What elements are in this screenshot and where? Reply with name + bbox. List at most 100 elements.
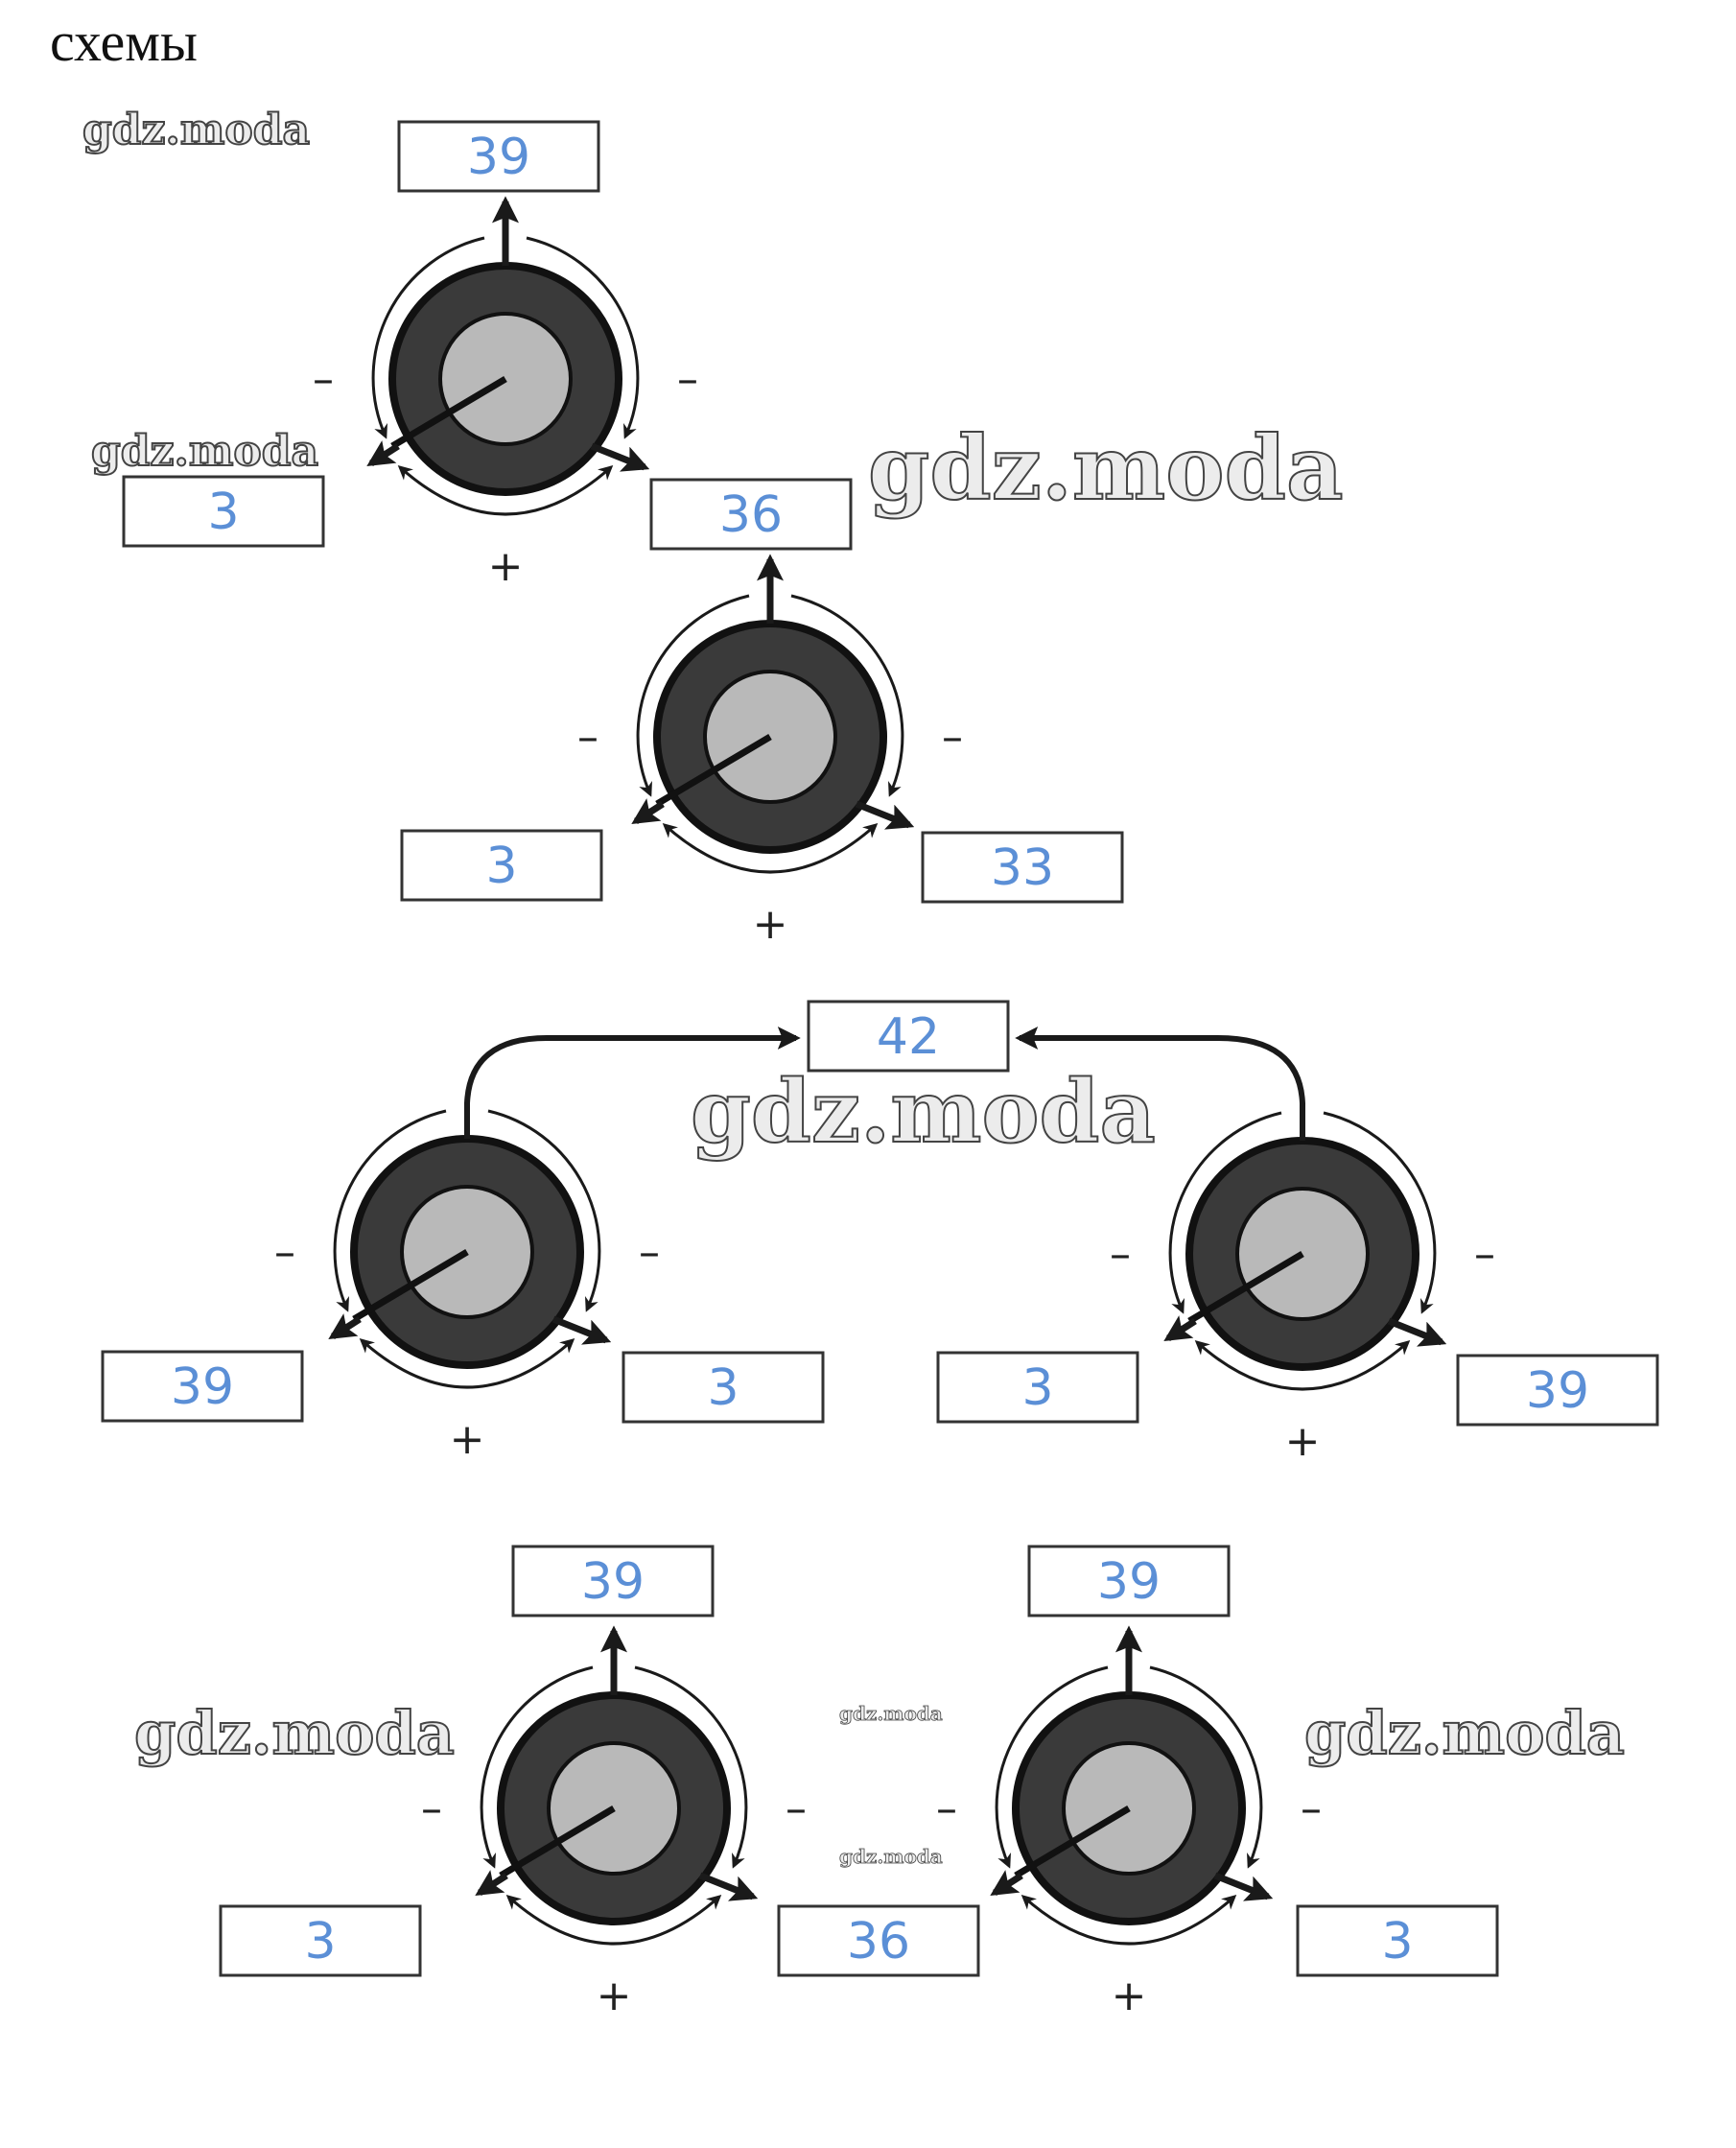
scheme-1-dial: – – + — [313, 196, 698, 591]
divider-line — [655, 733, 772, 808]
right-part-arrow-icon — [855, 800, 915, 830]
watermark: gdz.moda — [91, 427, 318, 476]
answer-value: 3 — [1021, 1359, 1053, 1417]
minus-sign-left: – — [421, 1784, 442, 1833]
minus-sign-right: – — [677, 355, 698, 404]
scheme-4-dial: – – + — [1110, 1111, 1495, 1466]
minus-arc-left-icon — [1168, 1111, 1282, 1314]
answer-value: 3 — [207, 484, 239, 541]
minus-sign-left: – — [274, 1228, 295, 1277]
left-part-arrow-icon — [1163, 1315, 1197, 1342]
plus-sign: + — [1285, 1417, 1321, 1466]
scheme-6-right-box: 3 — [1296, 1904, 1499, 1977]
plus-arc-icon — [1194, 1340, 1411, 1391]
right-part-arrow-icon — [590, 442, 650, 472]
scheme-3-left-box: 39 — [101, 1350, 304, 1423]
watermark: gdz.moda — [82, 106, 310, 154]
answer-box-frame — [649, 478, 853, 551]
watermark: gdz.moda — [839, 1702, 943, 1725]
minus-sign-right: – — [942, 713, 963, 762]
minus-arc-right-icon — [1149, 1665, 1263, 1869]
answer-box-frame — [1456, 1354, 1659, 1427]
minus-sign-left: – — [313, 355, 334, 404]
answer-value: 39 — [581, 1553, 645, 1611]
answer-box-frame — [219, 1904, 422, 1977]
answer-value: 33 — [991, 839, 1054, 897]
minus-sign-left: – — [1110, 1230, 1131, 1279]
minus-arc-right-icon — [526, 236, 640, 439]
minus-sign-right: – — [639, 1228, 660, 1277]
answer-value: 36 — [719, 486, 783, 544]
answer-box-frame — [101, 1350, 304, 1423]
right-part-arrow-icon — [1213, 1872, 1274, 1901]
watermark: gdz.moda — [1304, 1698, 1625, 1768]
answer-value: 39 — [467, 129, 530, 186]
minus-sign-left: – — [936, 1784, 957, 1833]
scheme-5-dial: – – + — [421, 1625, 807, 2020]
left-part-arrow-icon — [475, 1870, 508, 1897]
answer-box-frame — [921, 831, 1124, 904]
scheme-1-right-box: 36 — [649, 478, 853, 551]
divider-line — [390, 375, 507, 450]
scheme-3-right-box: 3 — [622, 1351, 825, 1424]
scheme-2-left-box: 3 — [400, 829, 603, 902]
watermark: gdz.moda — [691, 1061, 1156, 1163]
answer-box-frame — [936, 1351, 1139, 1424]
scheme-5-right-box: 36 — [777, 1904, 980, 1977]
scheme-4-right-box: 39 — [1456, 1354, 1659, 1427]
minus-arc-right-icon — [790, 594, 904, 797]
minus-sign-right: – — [1301, 1784, 1322, 1833]
left-part-arrow-icon — [631, 798, 665, 825]
watermark: gdz.moda — [868, 416, 1344, 520]
minus-arc-left-icon — [636, 594, 750, 797]
shared-whole-box: 42 — [807, 1000, 1010, 1073]
scheme-1-left-box: 3 — [122, 475, 325, 548]
minus-sign-right: – — [786, 1784, 807, 1833]
minus-arc-right-icon — [1323, 1111, 1437, 1314]
plus-arc-icon — [359, 1338, 575, 1389]
plus-sign: + — [450, 1415, 485, 1464]
answer-value: 36 — [847, 1913, 910, 1971]
page-title: схемы — [50, 11, 198, 73]
plus-sign: + — [488, 542, 524, 591]
answer-value: 3 — [707, 1359, 739, 1417]
right-part-arrow-icon — [1387, 1317, 1447, 1347]
answer-box-frame — [777, 1904, 980, 1977]
scheme-4-whole-arrow-icon — [1015, 1027, 1305, 1141]
scheme-3-dial: – – + — [274, 1109, 660, 1464]
scheme-5-whole-box: 39 — [511, 1545, 715, 1617]
divider-line — [499, 1805, 616, 1879]
plus-sign: + — [597, 1971, 632, 2020]
answer-box-frame — [400, 829, 603, 902]
plus-sign: + — [1112, 1971, 1147, 2020]
answer-box-frame — [1296, 1904, 1499, 1977]
plus-arc-icon — [397, 465, 614, 516]
minus-sign-right: – — [1474, 1230, 1495, 1279]
plus-arc-icon — [505, 1895, 722, 1946]
right-part-arrow-icon — [551, 1315, 612, 1345]
minus-sign-left: – — [577, 713, 598, 762]
divider-line — [352, 1248, 469, 1323]
answer-value: 3 — [485, 838, 517, 895]
left-part-arrow-icon — [990, 1870, 1023, 1897]
answer-value: 39 — [171, 1358, 234, 1416]
answer-box-frame — [807, 1000, 1010, 1073]
plus-sign: + — [753, 900, 788, 949]
watermark: gdz.moda — [134, 1698, 455, 1768]
plus-arc-icon — [1020, 1895, 1237, 1946]
watermark: gdz.moda — [839, 1845, 943, 1868]
answer-value: 39 — [1097, 1553, 1161, 1611]
minus-arc-left-icon — [995, 1665, 1109, 1869]
answer-value: 42 — [877, 1008, 940, 1066]
scheme-3-whole-arrow-icon — [464, 1027, 801, 1139]
minus-arc-left-icon — [333, 1109, 447, 1312]
scheme-6-whole-box: 39 — [1027, 1545, 1231, 1617]
left-part-arrow-icon — [366, 440, 400, 467]
answer-box-frame — [622, 1351, 825, 1424]
scheme-1-whole-box: 39 — [397, 120, 600, 193]
answer-value: 3 — [304, 1913, 336, 1971]
minus-arc-left-icon — [480, 1665, 594, 1869]
minus-arc-left-icon — [371, 236, 485, 439]
divider-line — [1014, 1805, 1131, 1879]
